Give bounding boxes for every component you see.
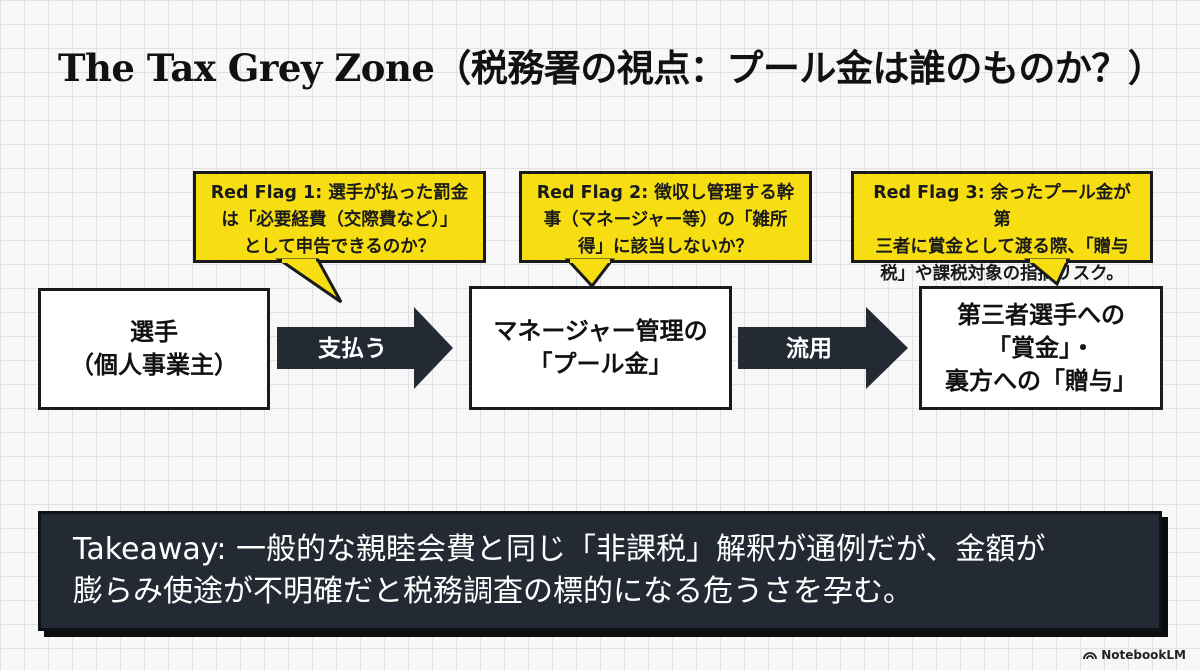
recipient-node-label: 第三者選手への 「賞金」・ 裏方への「贈与」 — [945, 300, 1137, 395]
recipient-node: 第三者選手への 「賞金」・ 裏方への「贈与」 — [919, 286, 1163, 410]
red-flag-callout-3: Red Flag 3: 余ったプール金が第 三者に賞金として渡る際、「贈与 税」… — [851, 171, 1153, 284]
red-flag-3-text: Red Flag 3: 余ったプール金が第 三者に賞金として渡る際、「贈与 税」… — [873, 183, 1131, 284]
page-title: The Tax Grey Zone（税務署の視点：プール金は誰のものか？） — [58, 46, 1165, 90]
notebooklm-watermark: NotebookLM — [1083, 648, 1186, 662]
divert-arrow-label: 流用 — [786, 336, 832, 362]
pool-fund-node: マネージャー管理の 「プール金」 — [469, 286, 732, 410]
player-node-label: 選手 （個人事業主） — [70, 318, 238, 379]
notebooklm-logo-icon — [1083, 652, 1098, 660]
brand-label: NotebookLM — [1101, 648, 1186, 662]
takeaway-banner: Takeaway: 一般的な親睦会費と同じ「非課税」解釈が通例だが、金額が 膨ら… — [38, 511, 1162, 631]
pay-arrow-label: 支払う — [318, 336, 387, 362]
pool-fund-node-label: マネージャー管理の 「プール金」 — [493, 317, 708, 378]
red-flag-callout-1: Red Flag 1: 選手が払った罰金 は「必要経費（交際費など）」 として申… — [193, 171, 486, 263]
divert-arrow — [738, 307, 908, 389]
red-flag-2-text: Red Flag 2: 徴収し管理する幹 事（マネージャー等）の「雑所 得」に該… — [536, 183, 795, 257]
pay-arrow — [277, 307, 453, 389]
red-flag-1-text: Red Flag 1: 選手が払った罰金 は「必要経費（交際費など）」 として申… — [210, 183, 469, 257]
takeaway-text: Takeaway: 一般的な親睦会費と同じ「非課税」解釈が通例だが、金額が 膨ら… — [73, 532, 1046, 609]
red-flag-callout-2: Red Flag 2: 徴収し管理する幹 事（マネージャー等）の「雑所 得」に該… — [519, 171, 812, 263]
player-node: 選手 （個人事業主） — [38, 288, 270, 410]
